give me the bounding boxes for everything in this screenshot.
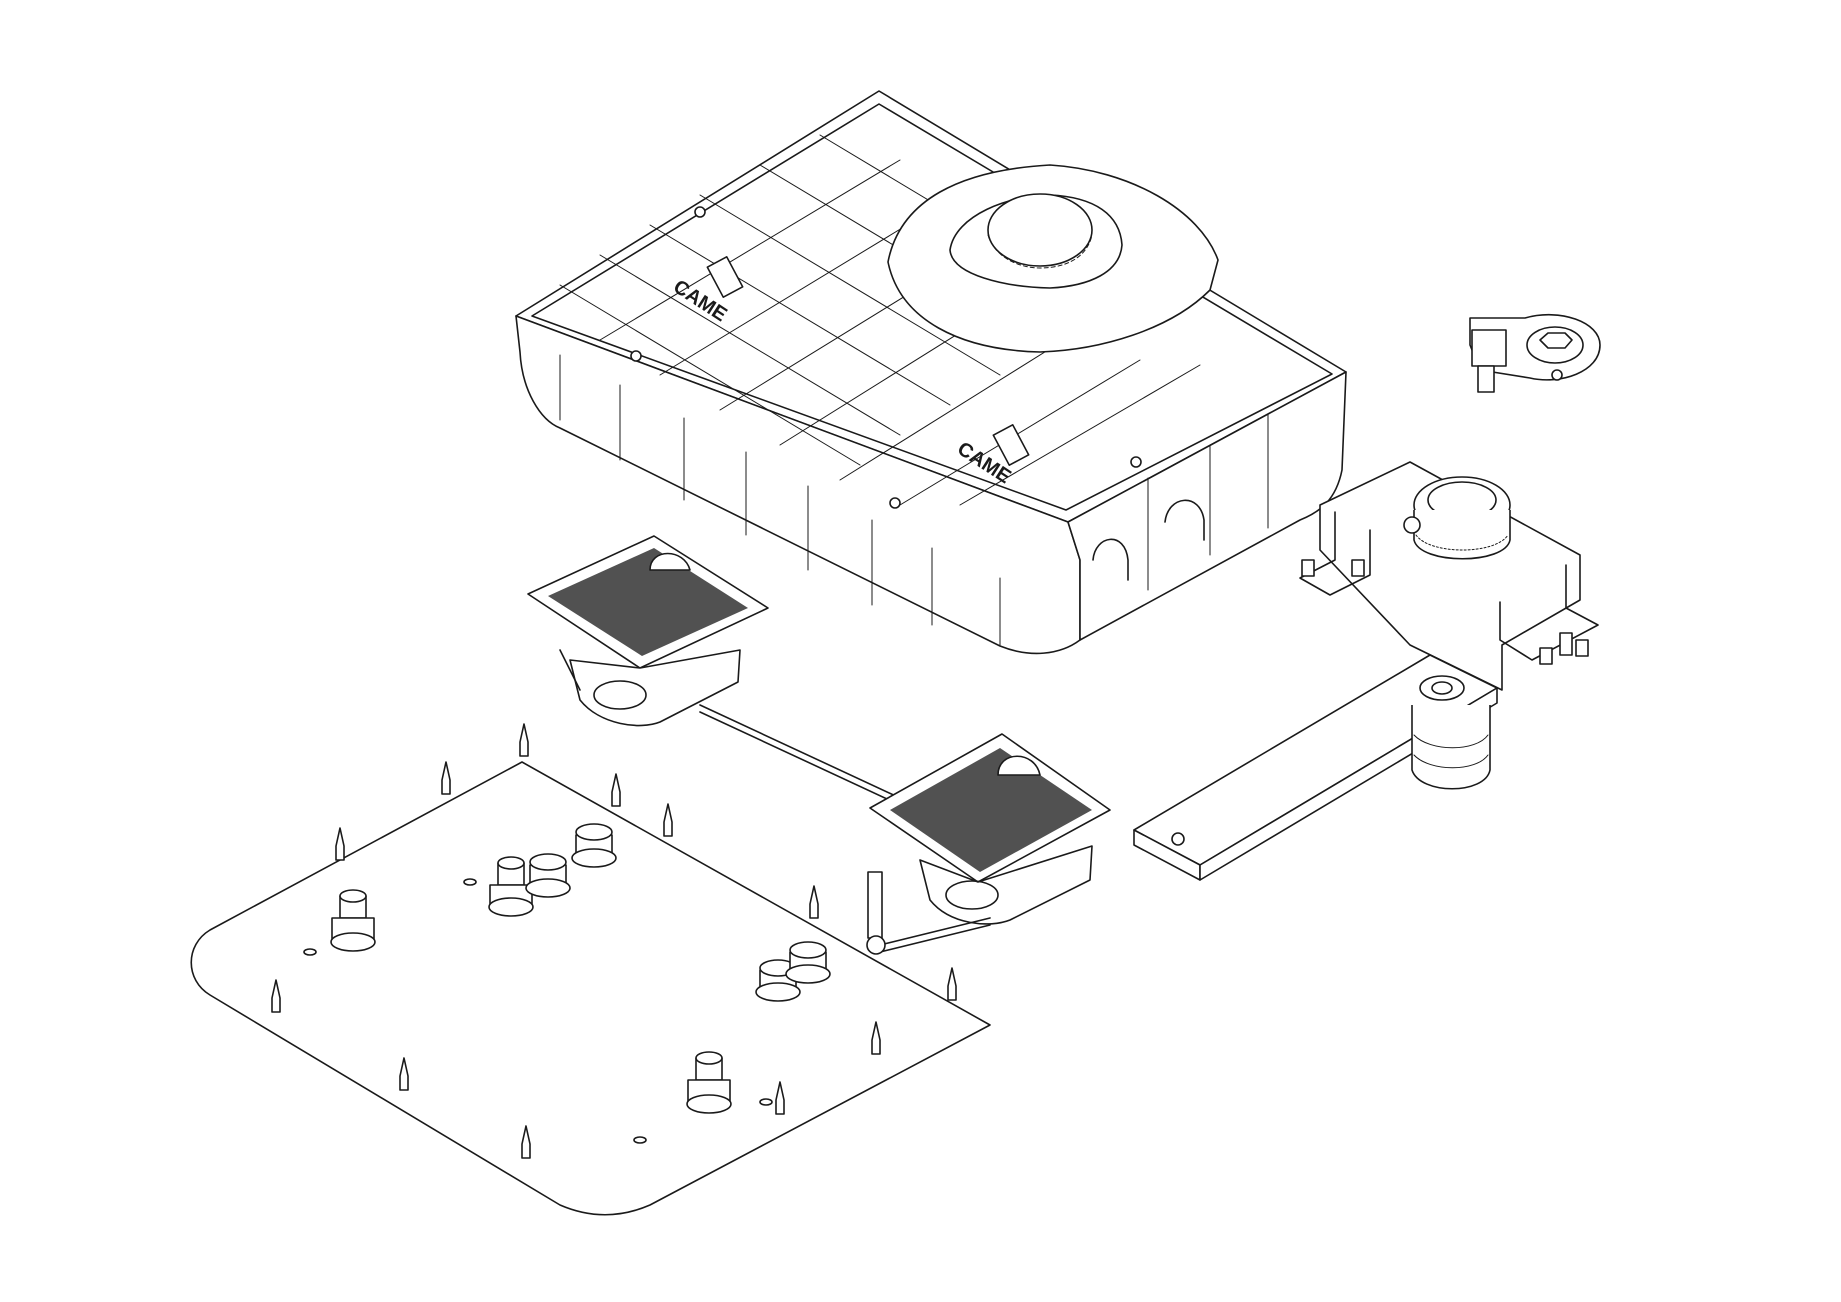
base-mounting-plate bbox=[190, 723, 991, 1216]
unlock-lever-assembly bbox=[1469, 314, 1601, 393]
drive-arm-plate bbox=[1133, 654, 1498, 881]
foundation-box: CAME CAME bbox=[515, 90, 1347, 655]
linkage-rod bbox=[699, 704, 901, 806]
support-bracket bbox=[1299, 461, 1599, 691]
stud-assemblies bbox=[330, 823, 831, 1114]
grilled-cover-left bbox=[527, 535, 769, 727]
grilled-cover-right bbox=[866, 733, 1111, 955]
